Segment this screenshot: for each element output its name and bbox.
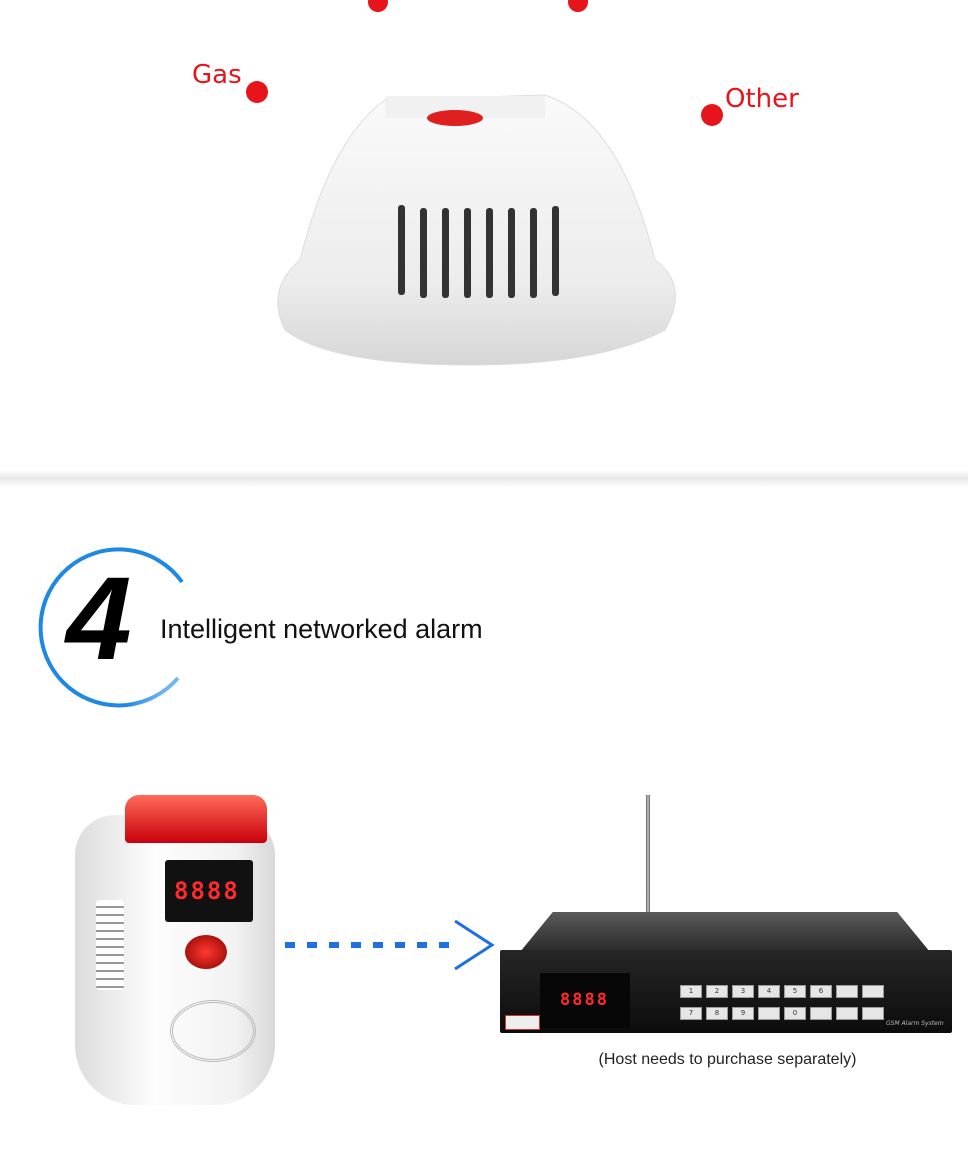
antenna [646,795,650,920]
key: 3 [732,985,754,998]
key [862,985,884,998]
key [758,1007,780,1020]
key [862,1007,884,1020]
red-strobe [125,795,267,843]
detection-arc-graphic [195,0,761,470]
indicator-light [185,935,227,969]
arc-dot [368,0,388,12]
speaker-grille [170,1000,256,1062]
section-divider [0,470,968,488]
key: 6 [810,985,832,998]
red-arc [195,0,761,470]
key: 7 [680,1007,702,1020]
arc-dot-other [701,104,723,126]
arc-dot [568,0,588,12]
step-circle-icon [38,547,184,708]
key: 4 [758,985,780,998]
host-brand-text: GSM Alarm System [886,1020,944,1027]
step-title: Intelligent networked alarm [160,614,483,644]
key [810,1007,832,1020]
dotted-arrow-icon [285,919,495,971]
key: 2 [706,985,728,998]
smoke-detector-image [277,94,676,366]
alarm-host-device: 8888 1 2 3 4 5 6 7 8 9 0 GSM Alarm Syste… [500,795,952,1040]
key: 0 [784,1007,806,1020]
gas-detector-device: 8888 [70,795,282,1107]
other-label: Other [725,84,799,114]
key: 9 [732,1007,754,1020]
host-display: 8888 [560,990,609,1010]
detector-display: 8888 [174,877,240,905]
key: 1 [680,985,702,998]
step-number: 4 [66,553,132,685]
host-caption: (Host needs to purchase separately) [598,1051,857,1068]
key [836,1007,858,1020]
key [836,985,858,998]
key: 5 [784,985,806,998]
gas-label: Gas [192,60,242,90]
key: 8 [706,1007,728,1020]
arc-dot-gas [246,81,268,103]
